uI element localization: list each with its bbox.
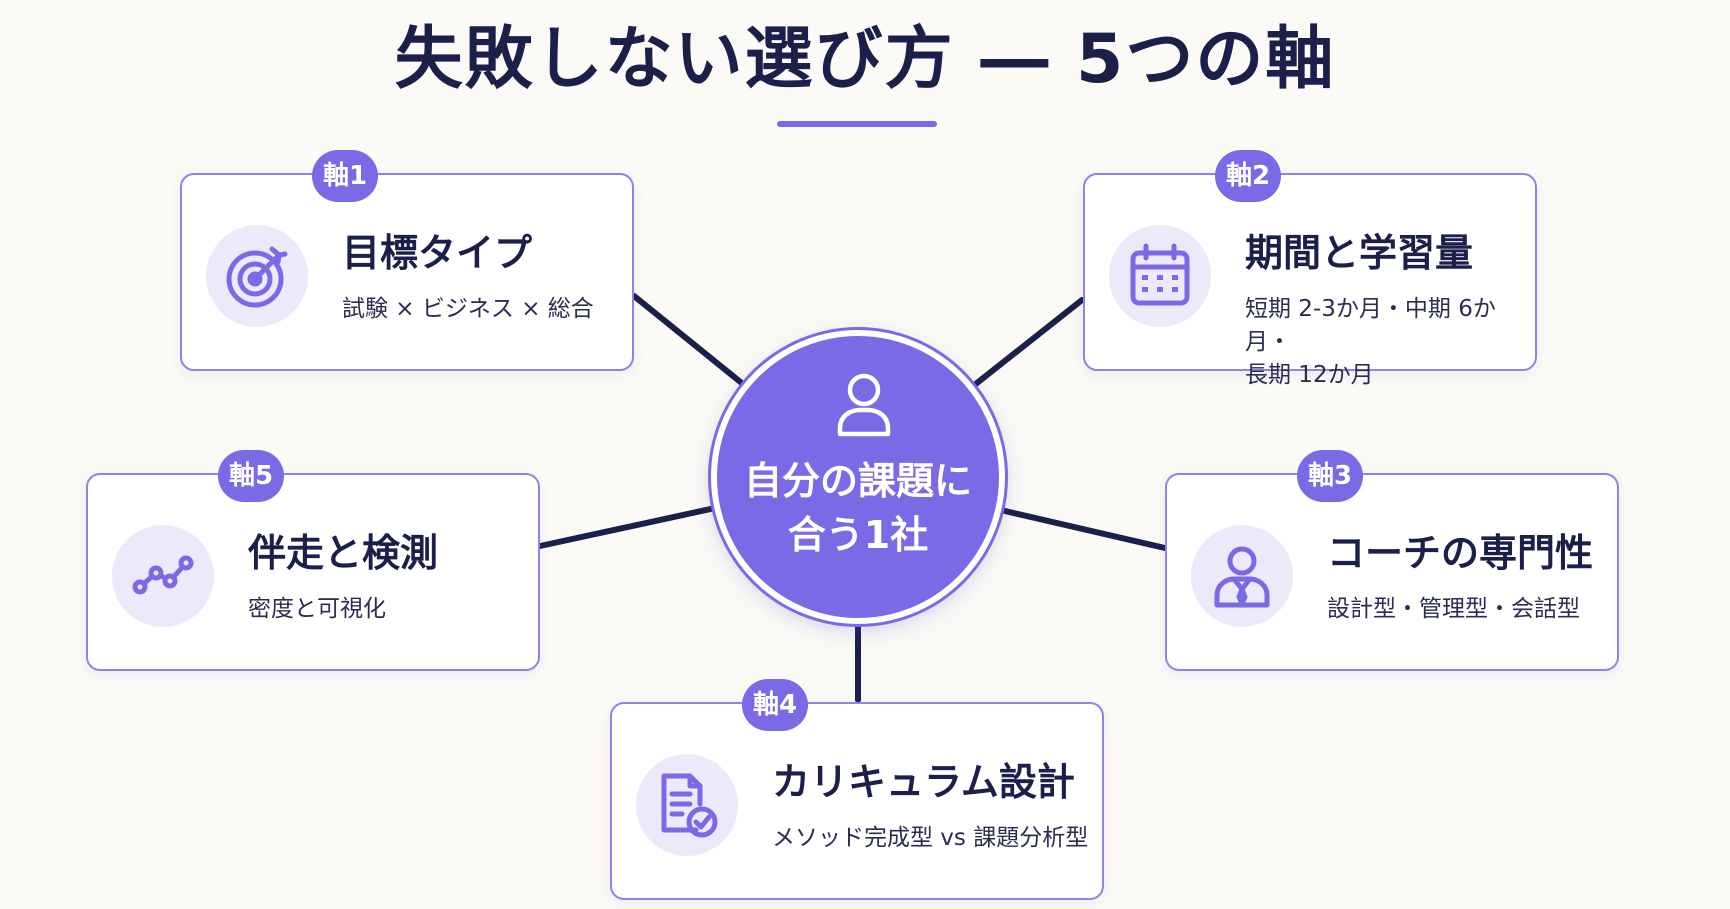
axis-description-line: 密度と可視化 bbox=[248, 596, 386, 622]
axis-title: 伴走と検測 bbox=[248, 531, 439, 575]
center-hub: 自分の課題に 合う1社 bbox=[711, 330, 1005, 624]
target-icon bbox=[206, 225, 308, 327]
axis-card-1: 軸1 目標タイプ 試験 × ビジネス × 総合 bbox=[180, 150, 634, 371]
axis-card-4: 軸4 カリキュラム設計 メソッド完成型 vs 課題分析型 bbox=[610, 679, 1104, 900]
center-label: 自分の課題に 合う1社 bbox=[717, 454, 999, 562]
axis-title: 目標タイプ bbox=[342, 231, 533, 275]
axis-badge: 軸5 bbox=[218, 450, 284, 502]
axis-description: 試験 × ビジネス × 総合 bbox=[342, 293, 622, 326]
axis-description-line: 設計型・管理型・会話型 bbox=[1327, 596, 1580, 622]
axis-title: コーチの専門性 bbox=[1327, 531, 1594, 575]
user-outline-icon bbox=[837, 373, 891, 437]
axis-description-line: 長期 12か月 bbox=[1245, 362, 1374, 388]
axis-description: メソッド完成型 vs 課題分析型 bbox=[772, 822, 1102, 855]
axis-description-line: メソッド完成型 vs 課題分析型 bbox=[772, 825, 1089, 851]
axis-badge: 軸3 bbox=[1297, 450, 1363, 502]
center-label-line: 自分の課題に bbox=[743, 459, 972, 503]
axis-description-line: 短期 2-3か月・中期 6か月・ bbox=[1245, 296, 1496, 355]
axis-title: カリキュラム設計 bbox=[772, 760, 1075, 804]
page-title: 失敗しない選び方 ― 5つの軸 bbox=[394, 20, 1336, 99]
axis-badge: 軸1 bbox=[312, 150, 378, 202]
center-label-line: 合う1社 bbox=[787, 513, 929, 557]
axis-card-3: 軸3 コーチの専門性 設計型・管理型・会話型 bbox=[1165, 450, 1619, 671]
document-check-icon bbox=[636, 754, 738, 856]
axis-badge: 軸4 bbox=[742, 679, 808, 731]
axis-card-5: 軸5 伴走と検測 密度と可視化 bbox=[86, 450, 540, 671]
axis-title: 期間と学習量 bbox=[1245, 231, 1474, 275]
calendar-icon bbox=[1109, 225, 1211, 327]
trend-line-icon bbox=[112, 525, 214, 627]
axis-badge: 軸2 bbox=[1215, 150, 1281, 202]
axis-description: 設計型・管理型・会話型 bbox=[1327, 593, 1607, 626]
title-underline bbox=[777, 121, 937, 127]
axis-card-2: 軸2 期間と学習量 短期 2-3か月・中期 6か月・ 長期 12か月 bbox=[1083, 150, 1537, 388]
axis-description: 短期 2-3か月・中期 6か月・ 長期 12か月 bbox=[1245, 293, 1525, 392]
coach-icon bbox=[1191, 525, 1293, 627]
axis-description-line: 試験 × ビジネス × 総合 bbox=[342, 296, 594, 322]
axis-description: 密度と可視化 bbox=[248, 593, 528, 626]
